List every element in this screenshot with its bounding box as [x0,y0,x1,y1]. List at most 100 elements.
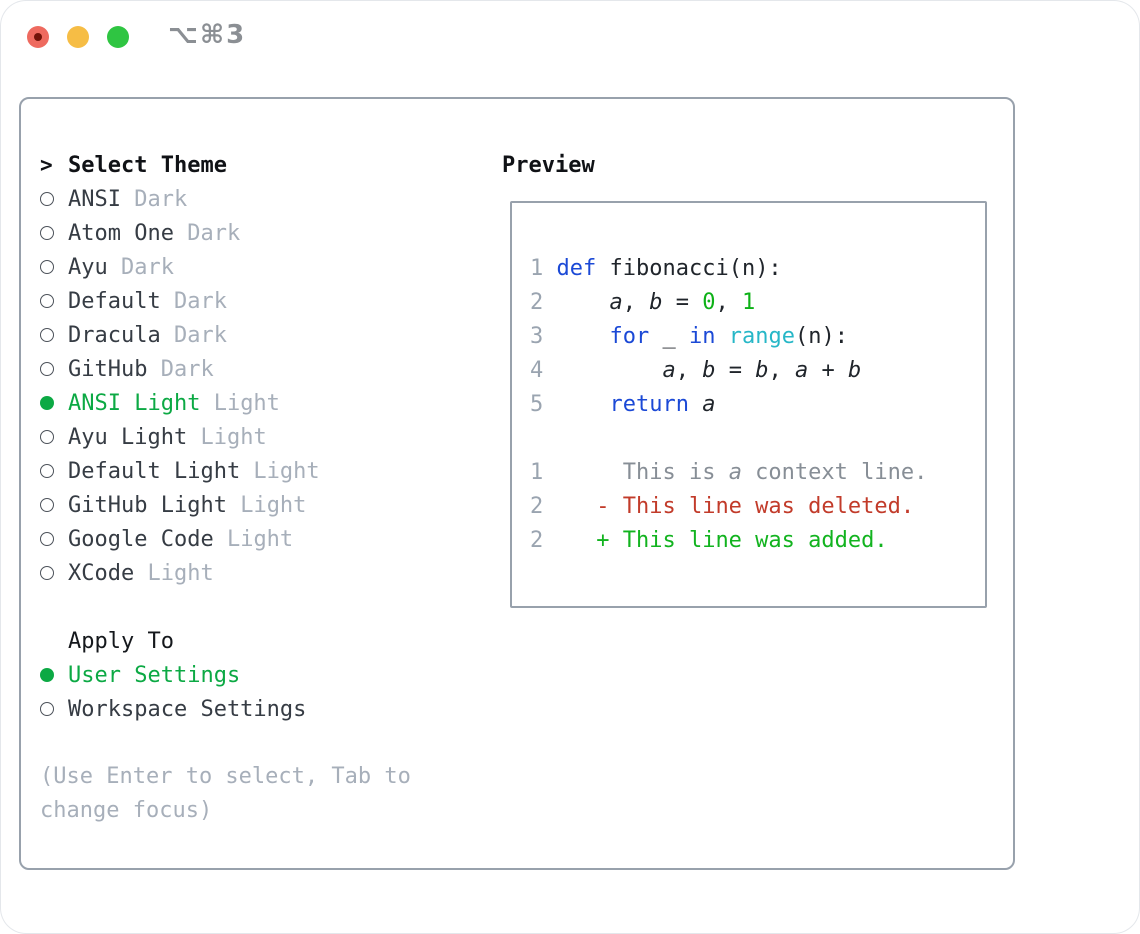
code-token: This is [543,460,729,485]
code-token: , [622,290,650,315]
code-token: = [715,358,756,383]
code-token: context line. [741,460,928,485]
line-number: 5 [530,392,557,417]
zoom-button[interactable] [107,26,129,48]
radio-icon [40,328,68,342]
theme-option-dracula[interactable]: Dracula Dark [40,318,480,352]
code-line: 3 for _ in range(n): [530,320,985,354]
line-number: 1 [530,460,544,485]
apply-target-name: Workspace Settings [68,696,307,722]
theme-option-ansi[interactable]: ANSI Dark [40,182,480,216]
code-token [543,528,596,553]
theme-name: Ayu [68,254,108,280]
theme-option-default-light[interactable]: Default Light Light [40,454,480,488]
keyboard-hint: (Use Enter to select, Tab to change focu… [40,764,411,823]
line-number: 3 [530,324,557,349]
code-token: 0 [702,290,716,315]
code-token: in [688,324,716,349]
code-line: 1 def fibonacci(n): [530,252,985,286]
theme-name: Default Light [68,458,241,484]
close-button[interactable] [27,26,49,48]
code-token: b [702,358,716,383]
code-token [715,324,728,349]
line-number: 1 [530,256,557,281]
focus-cursor-icon: > [40,153,53,177]
code-line: 4 a, b = b, a + b [530,354,985,388]
radio-selected-icon [40,396,68,410]
theme-variant: Light [134,560,214,586]
code-token: b [847,358,862,383]
theme-option-github-light[interactable]: GitHub Light Light [40,488,480,522]
preview-label: Preview [502,152,595,178]
code-token: 1 [741,290,756,315]
code-token: b [755,358,769,383]
code-token: a [728,460,742,485]
theme-option-google-code[interactable]: Google Code Light [40,522,480,556]
line-number: 2 [530,290,557,315]
theme-option-ansi-light[interactable]: ANSI Light Light [40,386,480,420]
apply-option-user-settings[interactable]: User Settings [40,658,480,692]
code-line: 5 return a [530,388,985,422]
radio-icon [40,226,68,240]
code-line: 2 + This line was added. [530,524,985,558]
radio-icon [40,192,68,206]
code-token: _ [649,324,689,349]
theme-name: XCode [68,560,135,586]
theme-option-github[interactable]: GitHub Dark [40,352,480,386]
code-line: 2 - This line was deleted. [530,490,985,524]
theme-variant: Light [200,390,280,416]
radio-icon [40,294,68,308]
code-token [557,324,610,349]
theme-option-atom-one[interactable]: Atom One Dark [40,216,480,250]
theme-name: GitHub [68,356,148,382]
code-token: - This line was deleted. [596,494,915,519]
theme-name: Google Code [68,526,214,552]
theme-option-ayu-light[interactable]: Ayu Light Light [40,420,480,454]
radio-icon [40,362,68,376]
apply-option-workspace-settings[interactable]: Workspace Settings [40,692,480,726]
apply-to-header: Apply To [40,624,480,658]
line-number: 2 [530,494,544,519]
theme-option-default[interactable]: Default Dark [40,284,480,318]
code-token: a [794,358,809,383]
code-line: 1 This is a context line. [530,456,985,490]
theme-option-ayu[interactable]: Ayu Dark [40,250,480,284]
titlebar: ⌥⌘3 [0,0,1140,74]
code-token: + [808,358,848,383]
select-theme-header: > Select Theme [40,148,480,182]
code-token [543,494,596,519]
line-number: 2 [530,528,544,553]
code-token: , [715,290,742,315]
theme-name: Ayu Light [68,424,188,450]
select-theme-label: Select Theme [68,152,227,178]
code-line: 2 a, b = 0, 1 [530,286,985,320]
code-token [557,358,663,383]
code-token: , [675,358,703,383]
code-token: def [556,256,597,281]
theme-variant: Dark [160,288,227,314]
code-token: = [662,290,703,315]
code-token: a [609,290,623,315]
theme-variant: Light [226,492,307,518]
radio-icon [40,702,68,716]
theme-option-xcode[interactable]: XCode Light [40,556,480,590]
spacer [40,590,480,624]
theme-name: ANSI [68,186,121,212]
code-token: + This line was added. [596,528,888,553]
code-token: b [649,290,663,315]
minimize-button[interactable] [67,26,89,48]
theme-name: Atom One [68,220,174,246]
theme-variant: Light [187,424,267,450]
code-token: return [609,392,689,417]
code-token: for [609,324,650,349]
code-token: a [702,392,716,417]
window-title: ⌥⌘3 [168,20,247,50]
theme-name: Default [68,288,161,314]
code-token [689,392,702,417]
radio-icon [40,260,68,274]
code-token: (n): [794,324,848,349]
